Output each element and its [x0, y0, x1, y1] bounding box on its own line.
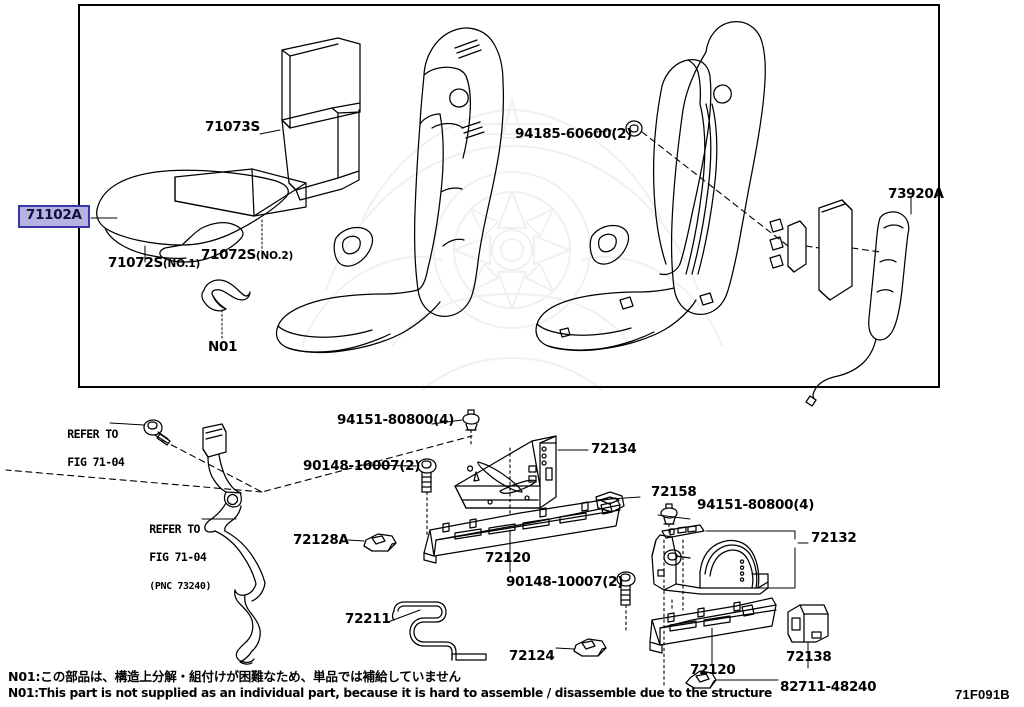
refer-lower-line1: REFER TO	[149, 522, 200, 537]
part-n01-clip	[201, 279, 251, 312]
part-82711-48240-clip	[685, 670, 717, 689]
label-82711-48240[interactable]: 82711-48240	[780, 679, 877, 695]
refer-lower-line2: FIG 71-04	[149, 550, 207, 565]
upper-panel-frame	[78, 4, 940, 388]
part-72138-cover	[787, 604, 829, 643]
label-71072s-no2-suffix: (NO.2)	[255, 250, 294, 262]
part-73920a-side-airbag	[805, 211, 910, 407]
part-72128a-clip	[363, 533, 397, 552]
label-72132[interactable]: 72132	[811, 530, 857, 546]
label-n01-marker[interactable]: N01	[208, 339, 238, 355]
part-71072s-no1	[96, 169, 289, 263]
part-72132-track-assembly	[651, 524, 769, 595]
part-72120-rail-right	[649, 597, 777, 654]
part-90148-10007-bolt-left	[417, 458, 437, 493]
footnote-japanese: N01:この部品は、構造上分解・組付けが困難なため、単品では補給していません	[8, 669, 461, 684]
label-72120-right[interactable]: 72120	[690, 662, 736, 678]
label-72138[interactable]: 72138	[786, 649, 832, 665]
part-72158-cap	[595, 491, 625, 513]
part-94185-60600-nut	[625, 120, 643, 137]
part-94151-80800-nut-left	[462, 409, 480, 431]
part-bolt-upper-left	[143, 419, 171, 446]
refer-upper-line2: FIG 71-04	[67, 455, 125, 470]
part-71073s	[281, 37, 361, 201]
leader-solid-upper	[90, 129, 912, 339]
refer-upper-line1: REFER TO	[67, 427, 118, 442]
label-90148-10007-left[interactable]: 90148-10007(2)	[303, 458, 421, 474]
label-94151-80800-left[interactable]: 94151-80800(4)	[337, 412, 455, 428]
footnote-english: N01:This part is not supplied as an indi…	[8, 686, 772, 700]
part-side-bolster-large	[818, 199, 853, 301]
label-72120-left[interactable]: 72120	[485, 550, 531, 566]
label-71072s-no1-text: 71072S	[108, 255, 163, 271]
part-71072s-no2	[174, 168, 307, 217]
leader-dashed-upper	[641, 131, 881, 253]
part-72120-rail-left	[423, 497, 621, 564]
label-72158[interactable]: 72158	[651, 484, 697, 500]
label-71072s-no2-text: 71072S	[201, 247, 256, 263]
label-73920a[interactable]: 73920A	[888, 186, 944, 202]
part-94151-80800-nut-right	[660, 503, 678, 525]
label-refer-to-fig-71-04-upper[interactable]: REFER TO FIG 71-04	[42, 413, 125, 483]
seat-shell-right	[535, 21, 784, 352]
leader-dashed-lower	[5, 435, 473, 493]
part-72211-rod	[391, 601, 487, 661]
part-72124-clip	[573, 638, 607, 657]
part-seat-belt-buckle	[202, 423, 266, 665]
label-71072s-no1[interactable]: 71072S(NO.1)	[108, 255, 201, 272]
leader-lines-upper	[595, 128, 625, 133]
label-71072s-no2[interactable]: 71072S(NO.2)	[201, 247, 294, 264]
label-94185-60600[interactable]: 94185-60600(2)	[515, 126, 633, 142]
label-71073s[interactable]: 71073S	[205, 119, 260, 135]
figure-id: 71F091B	[955, 687, 1010, 702]
label-90148-10007-right[interactable]: 90148-10007(2)	[506, 574, 624, 590]
label-94151-80800-right[interactable]: 94151-80800(4)	[697, 497, 815, 513]
leader-dotted-alignment	[426, 429, 684, 687]
refer-lower-pnc: (PNC 73240)	[149, 581, 212, 593]
label-71072s-no1-suffix: (NO.1)	[162, 258, 201, 270]
part-72134-bracket	[454, 435, 557, 509]
label-72134[interactable]: 72134	[591, 441, 637, 457]
label-72128a[interactable]: 72128A	[293, 532, 349, 548]
label-72124[interactable]: 72124	[509, 648, 555, 664]
seat-assembly-left	[275, 27, 504, 354]
label-72211[interactable]: 72211	[345, 611, 391, 627]
part-side-bolster-small	[787, 220, 807, 273]
highlighted-part-badge[interactable]: 71102A	[18, 205, 90, 228]
leader-lines-lower	[109, 419, 809, 681]
label-refer-to-fig-71-04-lower[interactable]: REFER TO FIG 71-04 (PNC 73240)	[124, 508, 211, 607]
